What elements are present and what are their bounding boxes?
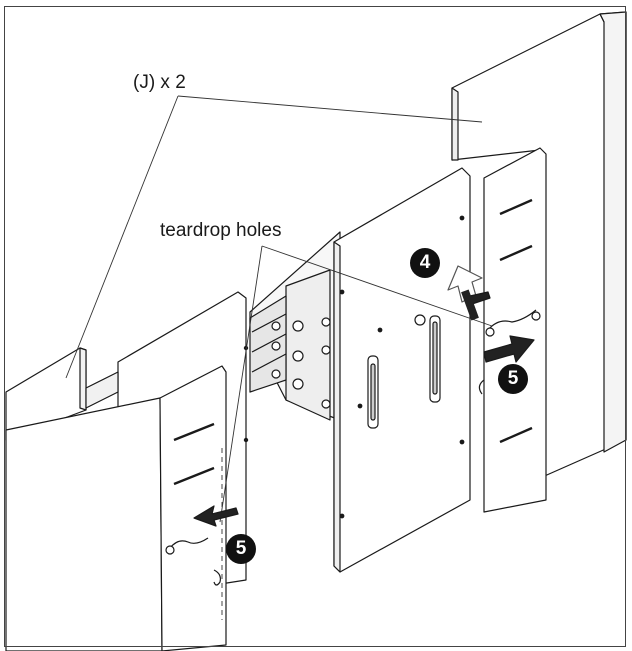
leader-lines: [65, 95, 493, 523]
center-panel: [333, 167, 471, 573]
arrow-left-step5: [193, 505, 239, 527]
mount-bracket: [249, 231, 341, 421]
step-5-left-badge: 5: [226, 534, 256, 564]
teardrop-holes-label: teardrop holes: [160, 220, 282, 241]
arrow-right-step5: [483, 335, 535, 363]
step-5-right-badge: 5: [498, 364, 528, 394]
panel-count-label: (J) x 2: [133, 72, 186, 93]
right-side-wall: [451, 11, 627, 479]
step-4-badge: 4: [410, 248, 440, 278]
arrow-up-step4: [447, 265, 491, 321]
front-left-panel: [5, 365, 227, 651]
right-inner-panel: [478, 147, 547, 513]
